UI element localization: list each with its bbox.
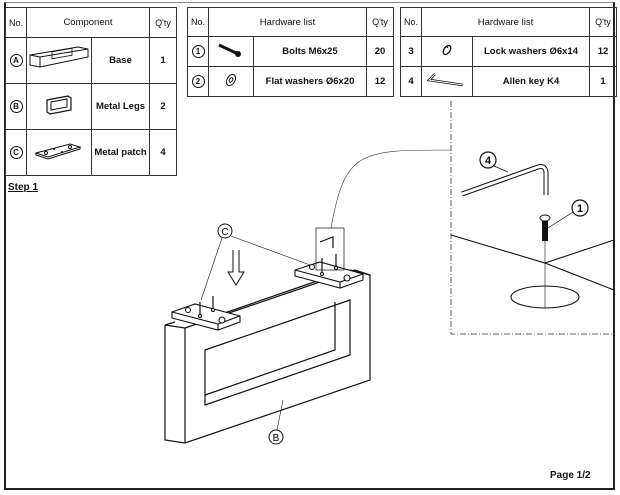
page-number: Page 1/2 bbox=[550, 470, 591, 481]
step-label: Step 1 bbox=[8, 182, 39, 193]
detail-panel: 4 1 bbox=[450, 151, 615, 309]
circled-label: 2 bbox=[191, 75, 205, 88]
component-qty: 4 bbox=[149, 129, 177, 176]
down-arrow-icon bbox=[227, 250, 245, 286]
table-row: 2 Flat washers Ø6x20 12 bbox=[187, 66, 394, 97]
table-row: A Base 1 bbox=[5, 37, 177, 84]
page-frame bbox=[4, 2, 615, 490]
tv-stand-base-icon bbox=[26, 37, 92, 84]
row-number: 1 bbox=[187, 36, 209, 67]
hardware-qty: 12 bbox=[589, 36, 617, 67]
header-qty: Q'ty bbox=[589, 7, 617, 37]
callout-c-label: C bbox=[221, 227, 228, 238]
hardware-qty: 20 bbox=[366, 36, 394, 67]
bolts-left bbox=[199, 296, 214, 314]
callout-4-label: 4 bbox=[485, 155, 492, 167]
metal-plate-right bbox=[294, 261, 364, 289]
detail-leader-line bbox=[330, 149, 452, 229]
circled-label: 1 bbox=[191, 45, 205, 58]
bolt-icon bbox=[208, 36, 254, 67]
hardware-name: Allen key K4 bbox=[472, 66, 590, 97]
hardware-qty: 1 bbox=[589, 66, 617, 97]
hardware-table-2: No. Hardware list Q'ty 3 Lock washers Ø6… bbox=[400, 7, 617, 97]
circled-label: C bbox=[9, 146, 23, 159]
component-name: Metal Legs bbox=[91, 83, 150, 130]
callout-b-label: B bbox=[273, 433, 280, 444]
metal-plate-icon bbox=[26, 129, 92, 176]
callout-1-label: 1 bbox=[577, 203, 583, 215]
circled-label: B bbox=[9, 100, 23, 113]
hardware-qty: 12 bbox=[366, 66, 394, 97]
flat-washer-icon bbox=[208, 66, 254, 97]
detail-panel-border bbox=[450, 101, 614, 335]
table-row: 4 Allen key K4 1 bbox=[400, 66, 617, 97]
table-row: B Metal Legs 2 bbox=[5, 83, 177, 130]
callout-c-circle bbox=[217, 223, 233, 239]
hardware-table-1: No. Hardware list Q'ty 1 Bolts M6x25 20 … bbox=[187, 7, 394, 97]
component-qty: 1 bbox=[149, 37, 177, 84]
circled-label: A bbox=[9, 54, 23, 67]
allen-key-icon bbox=[421, 66, 473, 97]
detail-focus-box bbox=[315, 227, 345, 271]
component-qty: 2 bbox=[149, 83, 177, 130]
metal-leg-drawing bbox=[164, 269, 371, 444]
metal-plate-left bbox=[171, 303, 241, 331]
component-table: No. Component Q'ty A Base 1 B Metal Legs… bbox=[5, 7, 177, 176]
callout-b-leader bbox=[276, 399, 284, 431]
callout-b-circle bbox=[268, 429, 284, 445]
metal-leg-frame-icon bbox=[26, 83, 92, 130]
component-name: Base bbox=[91, 37, 150, 84]
table-row: C Metal patch 4 bbox=[5, 129, 177, 176]
callout-c-leaders bbox=[200, 235, 311, 301]
